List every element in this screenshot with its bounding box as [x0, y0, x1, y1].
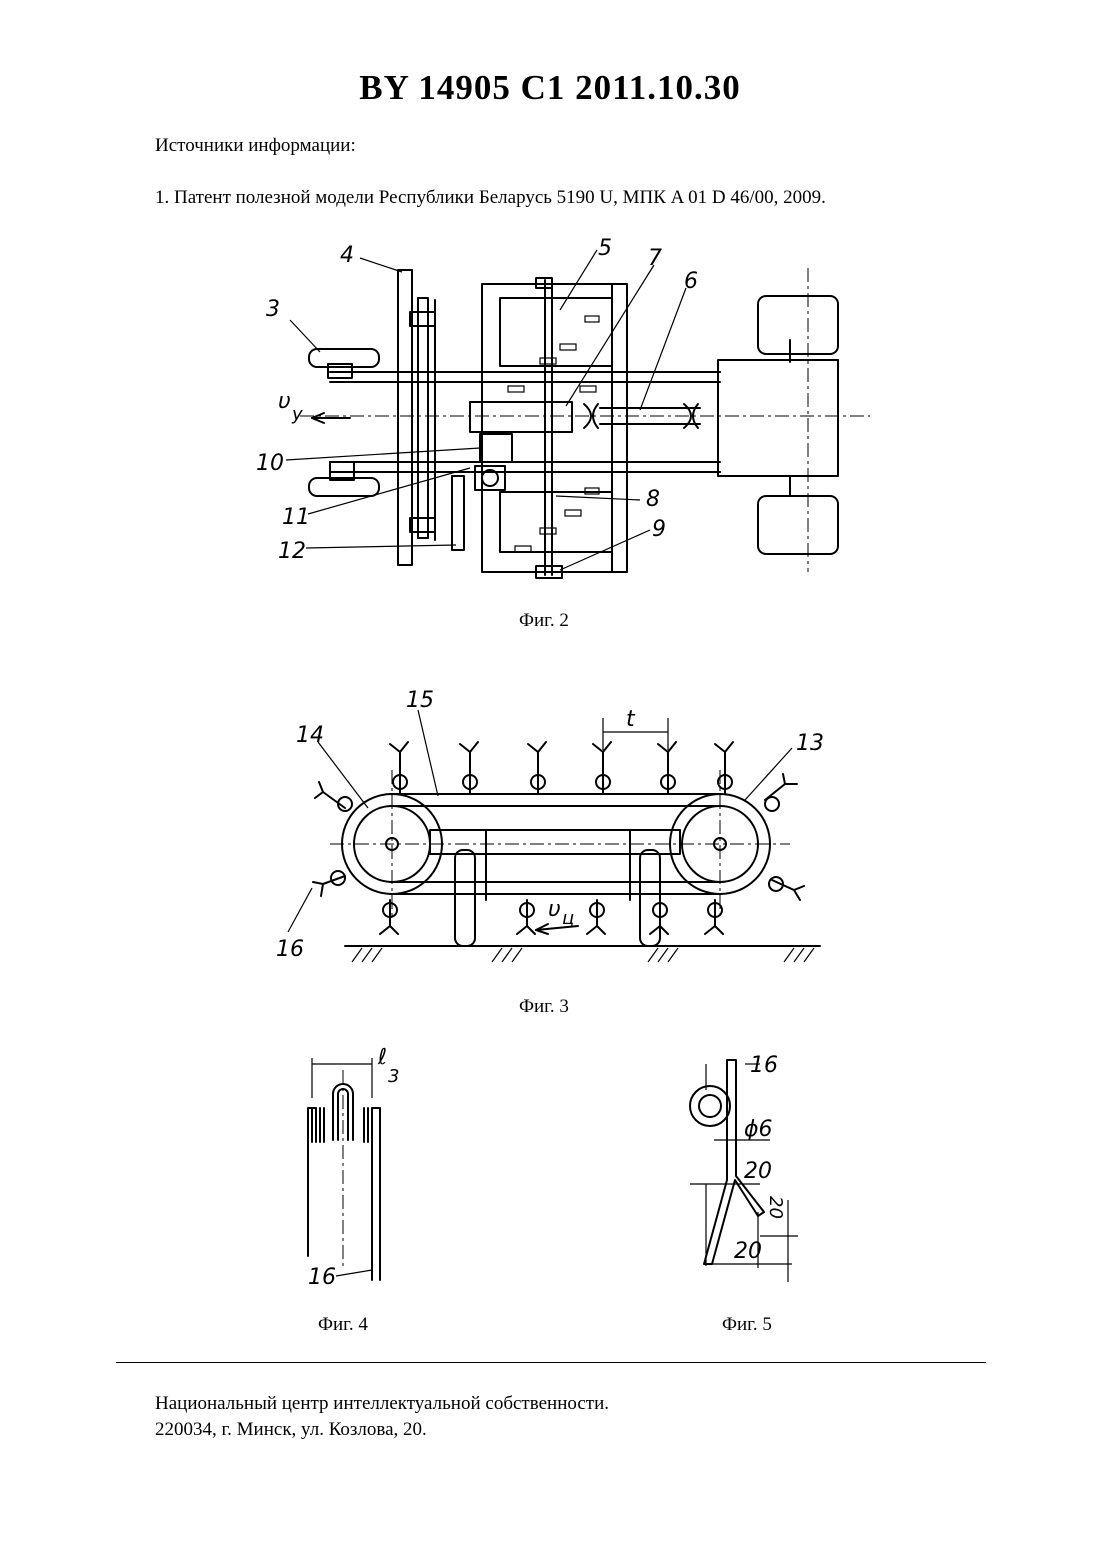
fig5-label-20-vertical: 20	[765, 1196, 786, 1219]
fig5-label-16: 16	[750, 1053, 778, 1078]
figure-5-caption: Фиг. 5	[722, 1314, 772, 1336]
fig5-label-diameter: ϕ6	[744, 1117, 773, 1142]
footer-line-1: Национальный центр интеллектуальной собс…	[155, 1393, 609, 1415]
footer-line-2: 220034, г. Минск, ул. Козлова, 20.	[155, 1419, 427, 1441]
fig5-label-20-bottom: 20	[734, 1239, 762, 1264]
footer-divider	[116, 1362, 986, 1363]
fig5-label-20-top: 20	[744, 1159, 772, 1184]
